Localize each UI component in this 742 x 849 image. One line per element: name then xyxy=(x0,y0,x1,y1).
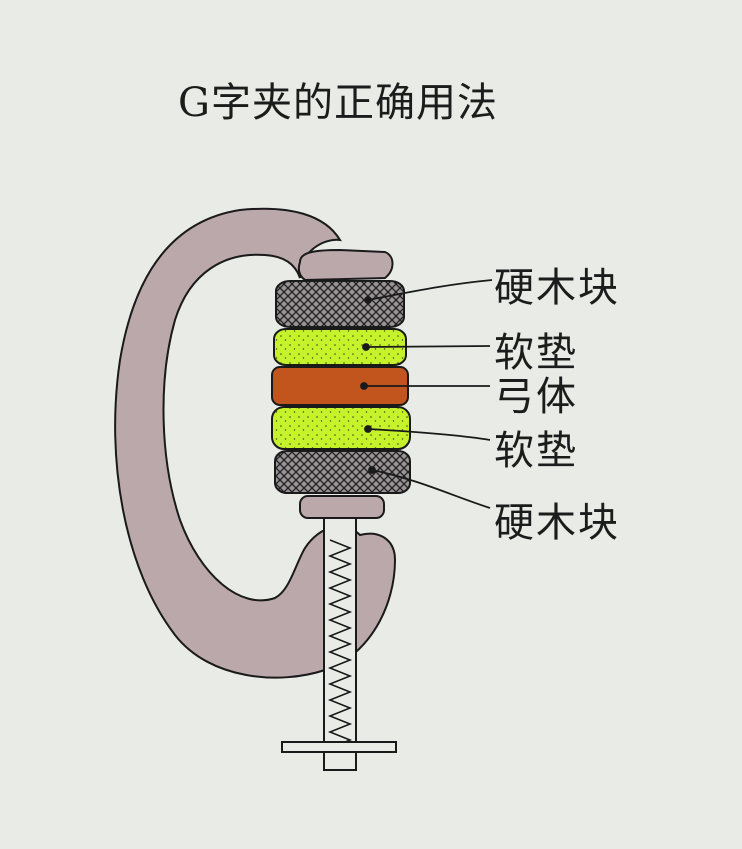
leader-top-hardwood xyxy=(367,279,493,301)
leader-top-pad xyxy=(365,345,491,348)
diagram-title: G字夹的正确用法 xyxy=(178,80,498,126)
top-jaw xyxy=(297,248,394,282)
label-top-pad: 软垫 xyxy=(494,330,578,376)
leader-bottom-pad xyxy=(367,428,491,441)
leader-bottom-hardwood xyxy=(371,469,491,509)
label-bow-body: 弓体 xyxy=(494,374,578,420)
screw-thread xyxy=(327,539,353,749)
t-handle xyxy=(281,741,397,753)
label-top-hardwood: 硬木块 xyxy=(494,265,620,311)
top-hardwood-block xyxy=(275,280,405,328)
bottom-hardwood-block xyxy=(274,450,411,494)
label-bottom-hardwood: 硬木块 xyxy=(494,500,620,546)
label-bottom-pad: 软垫 xyxy=(494,428,578,474)
leader-lines xyxy=(360,279,493,509)
swivel-pad xyxy=(299,495,385,519)
bottom-soft-pad xyxy=(271,406,411,450)
